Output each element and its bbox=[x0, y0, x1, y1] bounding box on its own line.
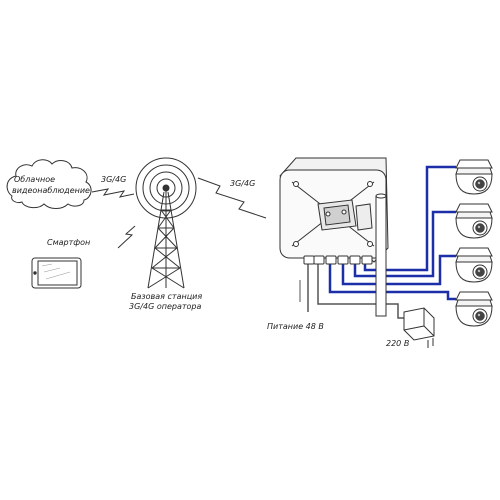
router-box-icon bbox=[279, 157, 389, 317]
dome-camera-icon bbox=[455, 247, 493, 283]
power-220-label: 220 В bbox=[386, 339, 409, 348]
smartphone-label: Смартфон bbox=[47, 238, 90, 247]
dome-camera-icon bbox=[455, 159, 493, 195]
smartphone-icon bbox=[31, 257, 82, 289]
poe-cables bbox=[328, 165, 456, 301]
link-label-tower-router: 3G/4G bbox=[230, 179, 255, 188]
lightning-link-smartphone-icon bbox=[117, 225, 136, 249]
power-adapter-icon bbox=[403, 307, 435, 348]
base-station-label-line1: Базовая станция bbox=[131, 292, 202, 301]
link-label-cloud-tower: 3G/4G bbox=[101, 175, 126, 184]
cloud-label-line1: Облачное bbox=[14, 175, 55, 184]
cloud-label-line2: видеонаблюдение bbox=[12, 186, 90, 195]
lightning-link-icon bbox=[91, 188, 135, 198]
tower-icon bbox=[135, 157, 197, 289]
dome-camera-icon bbox=[455, 291, 493, 327]
base-station-label-line2: 3G/4G оператора bbox=[129, 302, 201, 311]
cloud-icon bbox=[6, 159, 92, 209]
dome-cameras bbox=[455, 159, 493, 327]
power-cables bbox=[307, 262, 406, 319]
dome-camera-icon bbox=[455, 203, 493, 239]
power-48-label: Питание 48 В bbox=[267, 322, 324, 331]
lightning-link-router-icon bbox=[197, 177, 267, 219]
